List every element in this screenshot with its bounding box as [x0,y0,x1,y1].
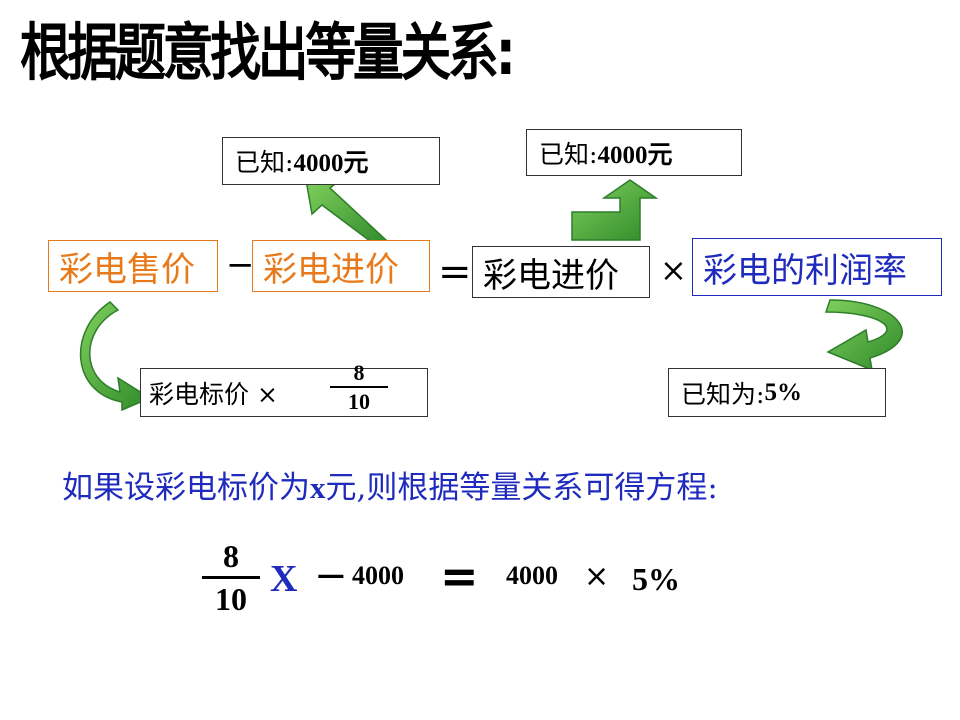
cost-price-box-2: 彩电进价 [472,246,650,298]
marked-price-label: 彩电标价 × [149,379,278,409]
arrow-to-top-left-known-icon [305,179,388,248]
equation-rate: 5% [632,561,680,597]
marked-price-fraction: 8 10 [330,362,388,413]
page-title: 根据题意找出等量关系: [20,16,516,89]
profit-rate-box: 彩电的利润率 [692,238,942,296]
equation-times: × [584,559,610,594]
sale-price-label: 彩电售价 [59,249,195,290]
known-label: 已知: [235,148,294,177]
arrow-to-rate-known-icon [824,299,903,372]
cost-price-label: 彩电进价 [263,249,399,290]
instruction-sentence: 如果设彩电标价为x元,则根据等量关系可得方程: [62,462,718,507]
known-cost-box-right: 已知: 4000元 [526,129,742,176]
fraction-numerator: 8 [353,360,365,385]
rate-known-label: 已知为: [681,379,765,409]
equation-minus: − [314,553,348,599]
sentence-suffix: 元,则根据等量关系可得方程: [325,470,718,506]
minus-operator: − [226,245,255,285]
rate-known-value: 5% [764,378,802,406]
profit-rate-label: 彩电的利润率 [703,250,907,291]
sale-price-box: 彩电售价 [48,240,218,292]
known-value: 4000元 [293,150,369,177]
known-value: 4000元 [597,141,673,169]
equation-fraction: 8 10 [202,540,260,615]
marked-price-box: 彩电标价 × [140,368,428,417]
equation-right-value: 4000 [506,561,558,590]
fraction-denominator: 10 [348,389,370,414]
equation-variable: X [270,558,298,600]
sentence-variable: x [310,470,326,505]
arrow-to-marked-price-icon [79,301,152,412]
fraction-bar [202,576,260,579]
known-label: 已知: [539,139,598,169]
rate-known-box: 已知为: 5% [668,368,886,417]
fraction-numerator: 8 [223,538,239,574]
sentence-prefix: 如果设彩电标价为 [62,470,310,506]
equation-equals: = [440,549,479,603]
known-cost-box-left: 已知: 4000元 [222,137,440,185]
fraction-denominator: 10 [215,580,247,617]
fraction-bar [330,386,388,388]
cost-price-box-1: 彩电进价 [252,240,430,292]
cost-price-label: 彩电进价 [483,255,619,296]
equation-left-value: 4000 [352,561,404,590]
equals-operator: = [438,249,472,295]
arrow-to-top-right-known-icon [571,179,659,241]
times-operator: × [660,251,687,289]
